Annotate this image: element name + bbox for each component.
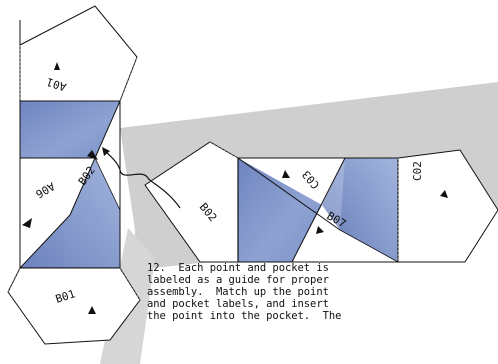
caption-line-1: 12. Each point and pocket is [147, 262, 329, 274]
caption-line-5: the point into the pocket. The [147, 310, 342, 322]
label-b01: B01 [54, 287, 77, 306]
left-strip [7, 5, 141, 345]
middle-strip [144, 141, 498, 263]
pocket-arrows [22, 62, 448, 314]
caption-line-2: labeled as a guide for proper [147, 274, 329, 286]
label-a01: A01 [45, 75, 68, 94]
label-c02: C02 [411, 161, 424, 181]
insertion-curve [103, 149, 181, 209]
caption-line-3: assembly. Match up the point [147, 286, 329, 298]
insertion-arrowhead [102, 147, 110, 156]
instruction-caption: 12. Each point and pocket is labeled as … [147, 262, 497, 364]
caption-line-4: and pocket labels, and insert [147, 298, 329, 310]
blue-panel-middle-left [238, 158, 322, 262]
